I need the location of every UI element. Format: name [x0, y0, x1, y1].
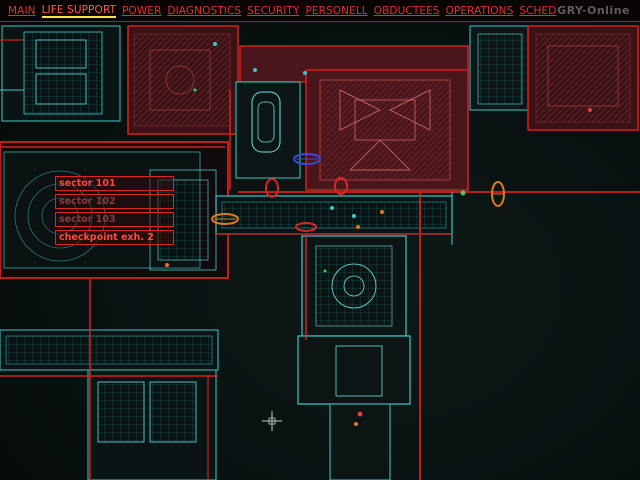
sector-item-checkpoint[interactable]: checkpoint exh. 2 [55, 230, 174, 245]
room-sector-left [0, 141, 229, 279]
menu-item-personell[interactable]: PERSONELL [305, 4, 368, 17]
sector-item-102[interactable]: sector 102 [55, 194, 174, 209]
room-top-left [0, 25, 121, 122]
menu-item-power[interactable]: POWER [121, 4, 162, 17]
door-marker-icon[interactable] [211, 213, 239, 225]
menu-item-operations[interactable]: OPERATIONS [445, 4, 514, 17]
room-top-right [469, 25, 639, 131]
door-marker-icon[interactable] [334, 177, 348, 195]
door-marker-icon[interactable] [491, 181, 505, 207]
sector-item-101[interactable]: sector 101 [55, 176, 174, 191]
crosshair-icon [262, 411, 282, 431]
menu-item-life-support[interactable]: LIFE SUPPORT [41, 3, 116, 18]
room-central-hall [239, 45, 469, 191]
room-south-shaft [297, 235, 411, 480]
room-top-red [127, 25, 239, 135]
door-marker-icon[interactable] [265, 178, 279, 198]
sector-list: sector 101 sector 102 sector 103 checkpo… [55, 176, 175, 248]
corridor-main [215, 190, 640, 235]
sector-item-103[interactable]: sector 103 [55, 212, 174, 227]
menu-item-diagnostics[interactable]: DIAGNOSTICS [167, 4, 242, 17]
watermark: GRY-Online [557, 4, 630, 17]
menu-item-main[interactable]: MAIN [8, 4, 36, 17]
menu-item-obductees[interactable]: OBDUCTEES [373, 4, 440, 17]
top-menu-bar: MAIN LIFE SUPPORT POWER DIAGNOSTICS SECU… [0, 0, 640, 22]
menu-item-security[interactable]: SECURITY [247, 4, 300, 17]
wall-right [419, 192, 453, 480]
door-marker-icon[interactable] [293, 153, 321, 165]
door-marker-icon[interactable] [295, 222, 317, 232]
room-vehicle-bay [229, 81, 301, 190]
room-bottom-left [0, 278, 219, 480]
menu-item-sched[interactable]: SCHED [519, 4, 557, 17]
